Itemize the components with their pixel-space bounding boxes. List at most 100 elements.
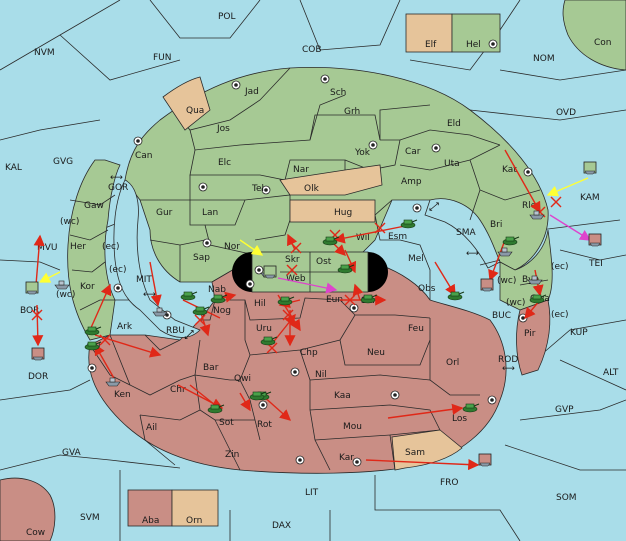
retreat-unit-icon[interactable] [480,278,494,292]
label-mvu: MVU [37,243,58,253]
supply-center-icon [245,279,255,289]
label-nor: Nor [224,242,240,252]
province-orn [171,489,219,527]
label-con: Con [594,38,612,48]
province-hug [289,199,376,223]
fleet-unit-icon[interactable] [497,247,513,257]
inner-sea-east [424,198,501,269]
order-arrow [89,283,112,331]
label-tei: TEI [588,259,603,269]
label-neu: Neu [367,348,385,358]
army-unit-icon[interactable] [502,236,520,246]
label-kat: Kat [502,165,517,175]
label-qua: Qua [186,106,204,116]
coast-ec-byn: (ec) [551,262,569,272]
support-arrow [546,177,589,197]
army-unit-icon[interactable] [400,219,418,229]
label-gaw: Gaw [84,201,104,211]
fleet-unit-icon[interactable] [54,280,70,290]
retreat-unit-icon[interactable] [31,347,45,361]
army-unit-icon[interactable] [447,291,465,301]
convoy-arrow [549,214,592,241]
label-sma: SMA [456,228,476,238]
fleet-unit-icon[interactable] [105,377,121,387]
order-arrow [149,261,162,307]
army-unit-icon[interactable] [277,296,295,306]
label-orn: Orn [186,516,202,526]
label-gor: GOR [108,183,128,193]
label-dax: DAX [272,521,291,531]
retreat-unit-icon[interactable] [263,265,277,279]
label-rle: Rle [522,201,537,211]
label-chp: Chp [300,348,318,358]
label-rot: Rot [257,420,272,430]
convoy-orders [277,214,592,294]
label-nar: Nar [293,165,309,175]
label-nab: Nab [208,285,226,295]
label-chr: Chr [170,385,186,395]
label-aba: Aba [142,516,159,526]
supply-center-icon [254,265,264,275]
label-gva: GVA [62,448,82,458]
supply-center-icon [352,457,362,467]
order-arrow [189,384,216,406]
army-unit-icon[interactable] [180,291,198,301]
label-som: SOM [556,493,577,503]
label-alt: ALT [603,368,619,378]
coast-wc-gwa: (wc) [506,298,525,308]
army-unit-icon[interactable] [360,294,378,304]
label-gur: Gur [156,208,173,218]
fleet-unit-icon[interactable] [527,275,543,285]
army-unit-icon[interactable] [192,306,210,316]
retreat-unit-icon[interactable] [25,281,39,295]
label-eld: Eld [447,119,461,129]
label-cob: COB [302,45,322,55]
supply-center-icon [295,455,305,465]
label-kam: KAM [580,193,600,203]
retreat-unit-icon[interactable] [478,453,492,467]
order-arrow [239,392,251,412]
label-zin: Zin [225,450,239,460]
x-mark-icon [31,309,43,321]
convoy-arrow [277,277,338,294]
army-unit-icon[interactable] [260,336,278,346]
label-qwi: Qwi [234,374,251,384]
army-unit-icon[interactable] [84,341,102,351]
coast-ec-kor: (ec) [109,265,127,275]
label-hil: Hil [254,299,266,309]
retreat-unit-icon[interactable] [583,161,597,175]
label-jad: Jad [244,87,259,97]
support-orders [38,177,589,283]
label-rbu: RBU [166,326,185,336]
fleet-unit-icon[interactable] [152,307,168,317]
province-olk [279,164,383,196]
army-unit-icon[interactable] [249,391,267,401]
label-kup: KUP [570,328,588,338]
army-unit-icon[interactable] [529,294,547,304]
army-unit-icon[interactable] [84,326,102,336]
army-unit-icon[interactable] [462,403,480,413]
supply-center-icon [231,80,241,90]
label-can: Can [135,151,153,161]
province-sam [391,429,463,471]
supply-center-icon [488,39,498,49]
fleet-unit-icon[interactable] [529,210,545,220]
label-tel: Tel [251,184,264,194]
label-los: Los [452,414,467,424]
x-mark-icon [374,222,386,234]
label-ken: Ken [114,390,131,400]
army-unit-icon[interactable] [210,294,228,304]
label-mit: MIT [136,275,152,285]
label-fun: FUN [153,53,172,63]
army-unit-icon[interactable] [207,404,225,414]
supply-center-icon [258,400,268,410]
province-qua [162,76,211,131]
label-web: Web [286,274,306,284]
army-unit-icon[interactable] [322,236,340,246]
label-her: Her [70,242,86,252]
label-olk: Olk [304,184,320,194]
retreat-unit-icon[interactable] [588,233,602,247]
army-unit-icon[interactable] [337,264,355,274]
order-arrow [365,458,480,471]
